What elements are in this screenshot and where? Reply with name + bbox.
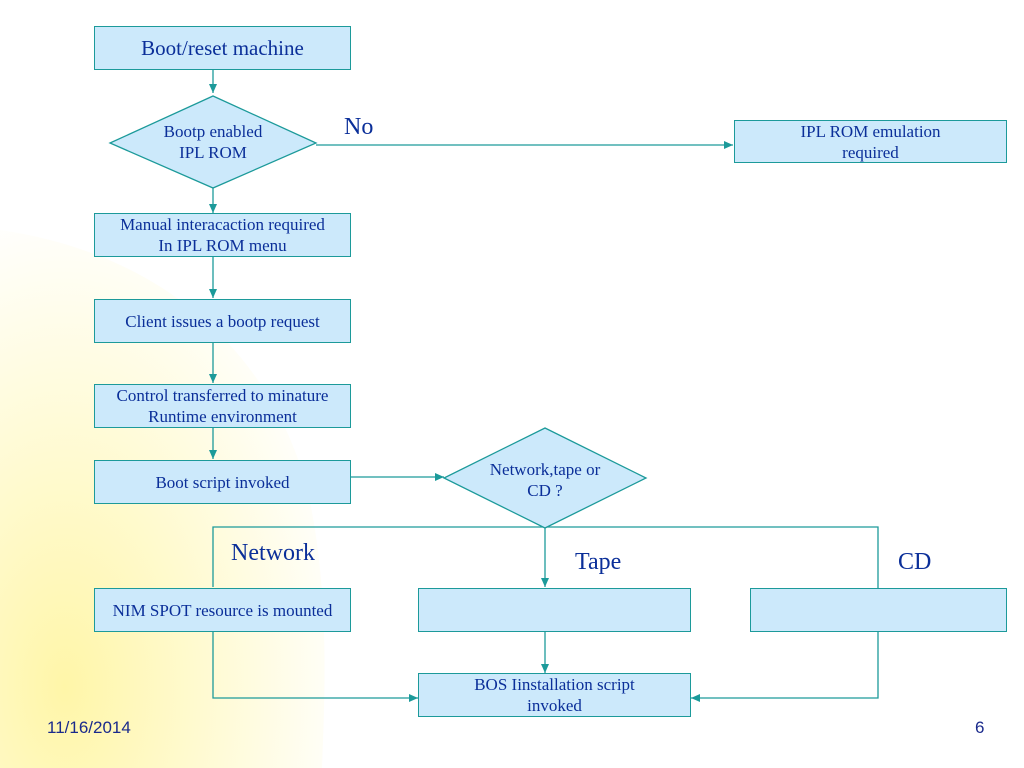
- edge-label-network: Network: [231, 540, 315, 566]
- boot-script-label: Boot script invoked: [155, 472, 290, 492]
- arrow-cd-to-bos: [691, 632, 879, 702]
- manual-interaction-box: Manual interacaction required In IPL ROM…: [94, 213, 351, 257]
- edge-label-cd: CD: [898, 549, 932, 575]
- footer-page-number: 6: [975, 718, 985, 737]
- client-bootp-label: Client issues a bootp request: [125, 311, 320, 331]
- ipl-emulation-label: IPL ROM emulation required: [800, 121, 941, 162]
- media-decision-label: Network,tape or CD ?: [489, 460, 601, 500]
- nim-spot-box: NIM SPOT resource is mounted: [94, 588, 351, 632]
- boot-reset-label: Boot/reset machine: [141, 35, 304, 60]
- arrow-nim-to-bos: [212, 632, 418, 702]
- bootp-decision-diamond: [108, 95, 318, 189]
- bos-install-label: BOS Iinstallation script invoked: [474, 675, 635, 715]
- client-bootp-box: Client issues a bootp request: [94, 299, 351, 343]
- edge-label-no: No: [344, 114, 374, 140]
- manual-interaction-label: Manual interacaction required In IPL ROM…: [120, 215, 325, 255]
- edge-label-tape: Tape: [575, 549, 622, 575]
- bootp-decision-label: Bootp enabled IPL ROM: [163, 122, 263, 162]
- control-transferred-box: Control transferred to minature Runtime …: [94, 384, 351, 428]
- bos-install-box: BOS Iinstallation script invoked: [418, 673, 691, 717]
- nim-spot-label: NIM SPOT resource is mounted: [112, 600, 333, 620]
- ipl-emulation-box: IPL ROM emulation required: [734, 120, 1007, 163]
- boot-reset-box: Boot/reset machine: [94, 26, 351, 70]
- control-transferred-label: Control transferred to minature Runtime …: [116, 386, 329, 426]
- boot-script-box: Boot script invoked: [94, 460, 351, 504]
- tape-box: [418, 588, 691, 632]
- cd-box: [750, 588, 1007, 632]
- media-decision-diamond: [442, 427, 648, 529]
- footer-date: 11/16/2014: [47, 718, 131, 737]
